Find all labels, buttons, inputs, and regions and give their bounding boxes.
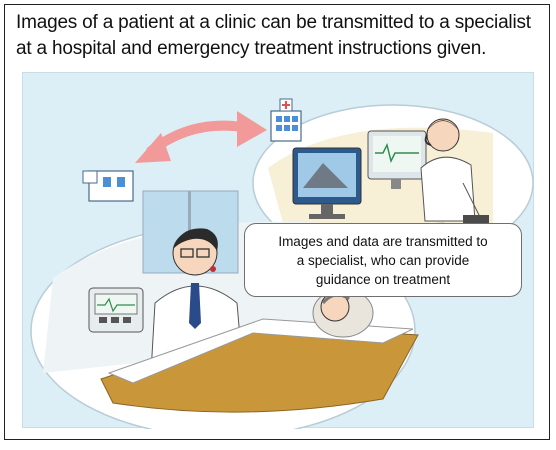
explanation-callout: Images and data are transmitted to a spe… xyxy=(244,223,522,297)
callout-line-3: guidance on treatment xyxy=(315,272,451,287)
illustration-panel xyxy=(22,72,534,429)
caption-line-2: at a hospital and emergency treatment in… xyxy=(16,38,487,59)
hospital-building-icon xyxy=(270,98,302,142)
clinic-building-icon xyxy=(82,170,134,202)
callout-line-1: Images and data are transmitted to xyxy=(278,234,488,249)
caption-line-1: Images of a patient at a clinic can be t… xyxy=(16,12,531,33)
callout-line-2: a specialist, who can provide xyxy=(296,253,470,268)
clinic-scene xyxy=(30,190,419,429)
vital-monitor-device xyxy=(88,287,144,333)
figure-caption: Images of a patient at a clinic can be t… xyxy=(16,10,546,62)
bidirectional-arrow-icon xyxy=(135,111,267,163)
